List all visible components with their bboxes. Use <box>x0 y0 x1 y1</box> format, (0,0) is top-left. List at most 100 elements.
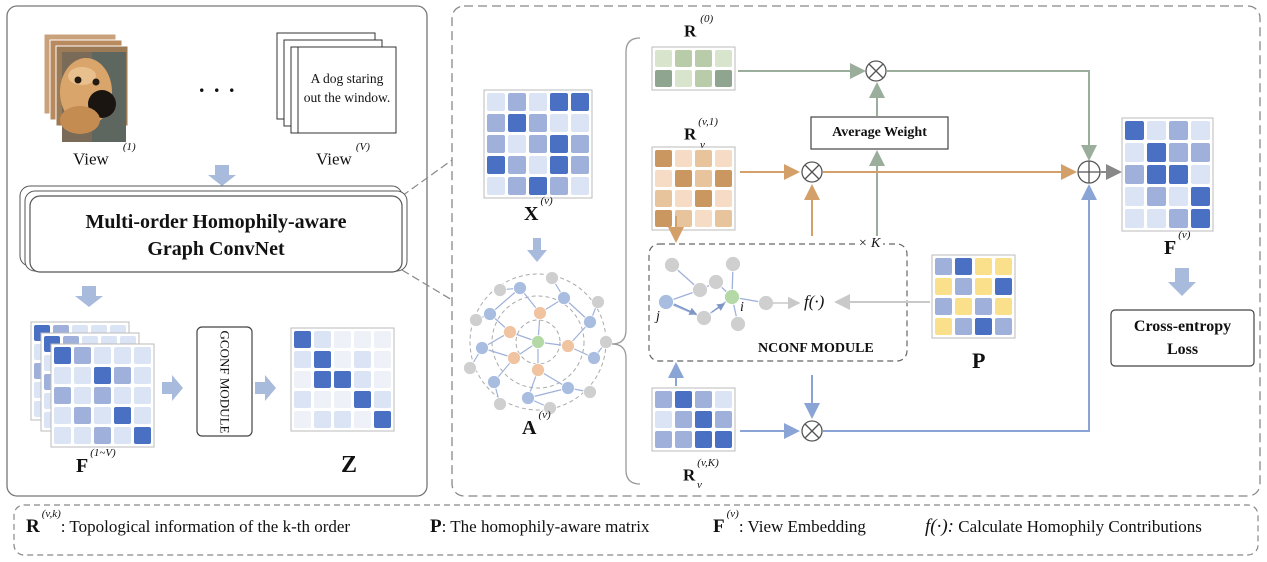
rvk-matrix-cell <box>675 431 692 448</box>
fv-matrix-cell <box>1169 165 1188 184</box>
f-stack-front-cell <box>134 407 151 424</box>
rv1-matrix-cell <box>695 170 712 187</box>
x-matrix-cell <box>550 114 568 132</box>
r0-matrix-cell <box>675 70 692 87</box>
nconf-node <box>730 316 746 332</box>
nconf-node <box>708 274 724 290</box>
p-matrix-cell <box>955 318 972 335</box>
right-panel-frame <box>451 5 1261 497</box>
legend-item-r: R(v,k): Topological information of the k… <box>26 508 351 537</box>
r0-matrix <box>651 46 736 91</box>
rvk-matrix-cell <box>715 431 732 448</box>
rvk-matrix <box>651 387 736 452</box>
f-stack-front-cell <box>94 387 111 404</box>
fv-matrix-cell <box>1191 165 1210 184</box>
p-matrix-cell <box>935 318 952 335</box>
graph-a-node <box>557 291 571 305</box>
fv-matrix-cell <box>1125 121 1144 140</box>
fv-matrix-cell <box>1191 121 1210 140</box>
x-matrix-cell <box>508 114 526 132</box>
z-matrix-cell <box>314 391 331 408</box>
nconf-node <box>658 294 674 310</box>
rv1-matrix-cell <box>715 150 732 167</box>
brace <box>611 37 641 485</box>
x-matrix-cell <box>550 156 568 174</box>
f-stack-label: F(1~V) <box>76 447 116 477</box>
loss-line2: Loss <box>1166 341 1199 358</box>
r0-matrix-cell <box>655 50 672 67</box>
f-stack-front-cell <box>134 367 151 384</box>
viewV-label: View(V) <box>316 141 370 169</box>
z-matrix-cell <box>334 391 351 408</box>
rvk-matrix-cell <box>715 391 732 408</box>
graph-a-node <box>533 306 547 320</box>
rvk-matrix-cell <box>655 391 672 408</box>
rv1-matrix-cell <box>715 170 732 187</box>
rv1-matrix-cell <box>655 170 672 187</box>
rv1-matrix-cell <box>675 150 692 167</box>
fv-label: F(v) <box>1164 229 1191 259</box>
z-matrix <box>290 327 395 432</box>
p-matrix-cell <box>995 318 1012 335</box>
legend-item-fdot: f(·): Calculate Homophily Contributions <box>925 516 1202 537</box>
zoom-line-bottom <box>401 269 453 301</box>
arrow-r0-mult-to-sum <box>887 70 1097 161</box>
z-matrix-cell <box>354 331 371 348</box>
rv1-matrix-cell <box>715 190 732 207</box>
fv-matrix <box>1121 117 1214 232</box>
rvk-matrix-cell <box>655 411 672 428</box>
x-matrix-cell <box>508 93 526 111</box>
rv1-matrix-cell <box>675 170 692 187</box>
p-matrix-cell <box>995 258 1012 275</box>
graph-a-node <box>475 341 489 355</box>
z-matrix-cell <box>294 371 311 388</box>
z-label: Z <box>341 452 358 478</box>
x-matrix-cell <box>571 114 589 132</box>
z-matrix-cell <box>374 371 391 388</box>
legend-frame <box>13 504 1259 556</box>
graph-a-node <box>487 375 501 389</box>
x-matrix-cell <box>571 93 589 111</box>
z-matrix-cell <box>374 411 391 428</box>
nconf-node <box>724 289 740 305</box>
loss-box <box>1110 309 1255 367</box>
rvk-matrix-cell <box>695 391 712 408</box>
z-matrix-cell <box>334 411 351 428</box>
nconf-flow-arrow <box>711 303 726 313</box>
r0-matrix-cell <box>695 50 712 67</box>
fv-matrix-cell <box>1191 187 1210 206</box>
rvk-matrix-cell <box>675 391 692 408</box>
graph-a-node <box>483 307 497 321</box>
graph-a-node <box>583 385 597 399</box>
x-matrix-cell <box>487 156 505 174</box>
gconf-label: GCONF MODULE <box>217 330 233 434</box>
f-stack-front-cell <box>114 347 131 364</box>
f-stack-front-cell <box>74 347 91 364</box>
x-matrix-cell <box>529 156 547 174</box>
multiply-op-r1 <box>801 161 823 183</box>
p-matrix-cell <box>995 278 1012 295</box>
f-stack-front-cell <box>94 407 111 424</box>
down-arrow-fv-to-loss <box>1168 268 1196 296</box>
rvk-matrix-cell <box>695 411 712 428</box>
p-matrix-cell <box>955 258 972 275</box>
r0-matrix-cell <box>695 70 712 87</box>
x-matrix-cell <box>529 177 547 195</box>
graph-a-node <box>469 313 483 327</box>
legend-item-f: F(v): View Embedding <box>713 508 866 537</box>
z-matrix-cell <box>374 391 391 408</box>
x-matrix-cell <box>550 177 568 195</box>
x-matrix-cell <box>571 135 589 153</box>
rv1-matrix-cell <box>655 190 672 207</box>
fv-matrix-cell <box>1147 121 1166 140</box>
z-matrix-cell <box>314 371 331 388</box>
z-matrix-cell <box>314 351 331 368</box>
z-matrix-cell <box>354 351 371 368</box>
z-matrix-cell <box>354 391 371 408</box>
graph-a-node <box>591 295 605 309</box>
nconf-node <box>692 282 708 298</box>
graph-a-node <box>587 351 601 365</box>
rv1-matrix-cell <box>675 210 692 227</box>
loss-line1: Cross-entropy <box>1133 318 1232 335</box>
